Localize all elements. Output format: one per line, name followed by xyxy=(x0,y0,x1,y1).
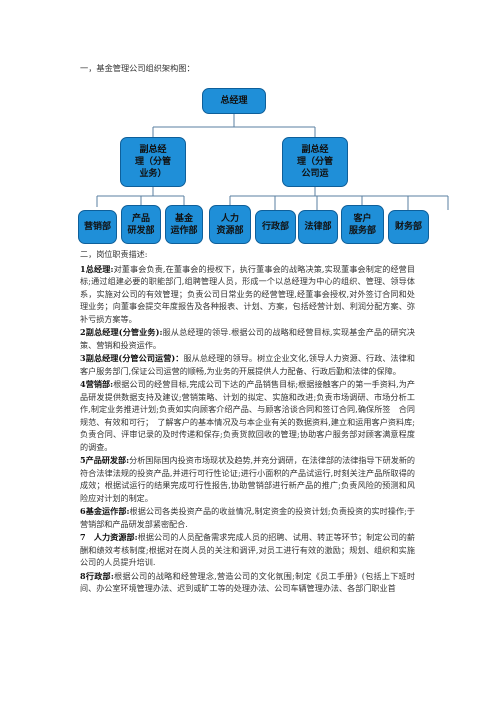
duty-label: 5产品研发部: xyxy=(80,455,130,465)
org-chart-connectors xyxy=(96,114,449,210)
duty-text: 根据公司的人员配备需求完成人员的招聘、试用、转正等环节；制定公司的薪酬和绩效考核… xyxy=(80,532,415,567)
duty-text: 根据公司的战略和经营理念,营造公司的文化氛围;制定《员工手册》(包括上下班时间、… xyxy=(80,570,415,594)
duty-label: 6基金运作部: xyxy=(80,506,130,516)
duty-item: 5产品研发部:分析国际国内投资市场现状及趋势,并充分调研，在法律部的法律指导下研… xyxy=(80,454,415,504)
duty-label: 8行政部: xyxy=(80,570,114,581)
org-node-marketing: 营销部 xyxy=(78,210,117,244)
org-node-fund-operations: 基金 运作部 xyxy=(165,205,203,244)
duty-item: 4营销部:根据公司的经营目标,完成公司下达的产品销售目标;根据接触客户的第一手资… xyxy=(80,378,415,453)
duty-item: 1总经理:对董事会负责,在董事会的授权下，执行董事会的战略决策,实现董事会制定的… xyxy=(80,263,415,326)
org-node-customer-service: 客户 服务部 xyxy=(341,205,384,244)
duty-label: 4营销部: xyxy=(80,379,114,389)
duty-item: 8行政部:根据公司的战略和经营理念,营造公司的文化氛围;制定《员工手册》(包括上… xyxy=(80,570,415,595)
org-node-legal: 法律部 xyxy=(298,210,338,244)
org-node-product-rd: 产品 研发部 xyxy=(121,205,161,244)
duty-label: 3副总经理(分管公司运营)： xyxy=(80,353,184,363)
org-node-vp-business: 副总经 理（分管 业务） xyxy=(120,137,186,187)
duty-label: 2副总经理(分管业务): xyxy=(80,327,163,337)
duty-item: 2副总经理(分管业务):服从总经理的领导.根据公司的战略和经营目标,实现基金产品… xyxy=(80,326,415,351)
duty-text: 对董事会负责,在董事会的授权下，执行董事会的战略决策,实现董事会制定的经营目标;… xyxy=(80,263,415,324)
duty-text: 服从总经理的领导.根据公司的战略和经营目标,实现基金产品的研究决策、营销和投资运… xyxy=(80,327,416,350)
section1-title: 一，基金管理公司组织架构图： xyxy=(80,63,195,73)
duty-item: 3副总经理(分管公司运营)：服从总经理的领导。树立企业文化,领导人力资源、行政、… xyxy=(80,352,415,377)
duty-label: 7 人力资源部: xyxy=(80,532,138,542)
section2-title: 二，岗位职责描述: xyxy=(80,249,148,259)
duty-text: 分析国际国内投资市场现状及趋势,并充分调研，在法律部的法律指导下研发新的符合法律… xyxy=(80,455,416,503)
duty-description: 二，岗位职责描述: 1总经理:对董事会负责,在董事会的授权下，执行董事会的战略决… xyxy=(80,248,415,596)
duty-text: 根据公司各类投资产品的收益情况,制定资金的投资计划;负责投资的实时操作;于营销部… xyxy=(80,506,415,529)
org-node-vp-operations: 副总经 理（分管 公司运 xyxy=(282,137,348,187)
duty-text: 根据公司的经营目标,完成公司下达的产品销售目标;根据接触客户的第一手资料,为产品… xyxy=(80,379,415,452)
duty-label: 1总经理: xyxy=(80,263,114,274)
org-node-finance: 财务部 xyxy=(388,210,429,244)
org-node-admin: 行政部 xyxy=(255,210,296,244)
duty-text: 服从总经理的领导。树立企业文化,领导人力资源、行政、法律和客户服务部门,保证公司… xyxy=(80,353,415,376)
duty-item: 7 人力资源部:根据公司的人员配备需求完成人员的招聘、试用、转正等环节；制定公司… xyxy=(80,531,415,569)
org-node-hr: 人力 资源部 xyxy=(209,205,251,244)
org-node-ceo: 总经理 xyxy=(202,88,266,114)
duty-item: 6基金运作部:根据公司各类投资产品的收益情况,制定资金的投资计划;负责投资的实时… xyxy=(80,505,415,530)
